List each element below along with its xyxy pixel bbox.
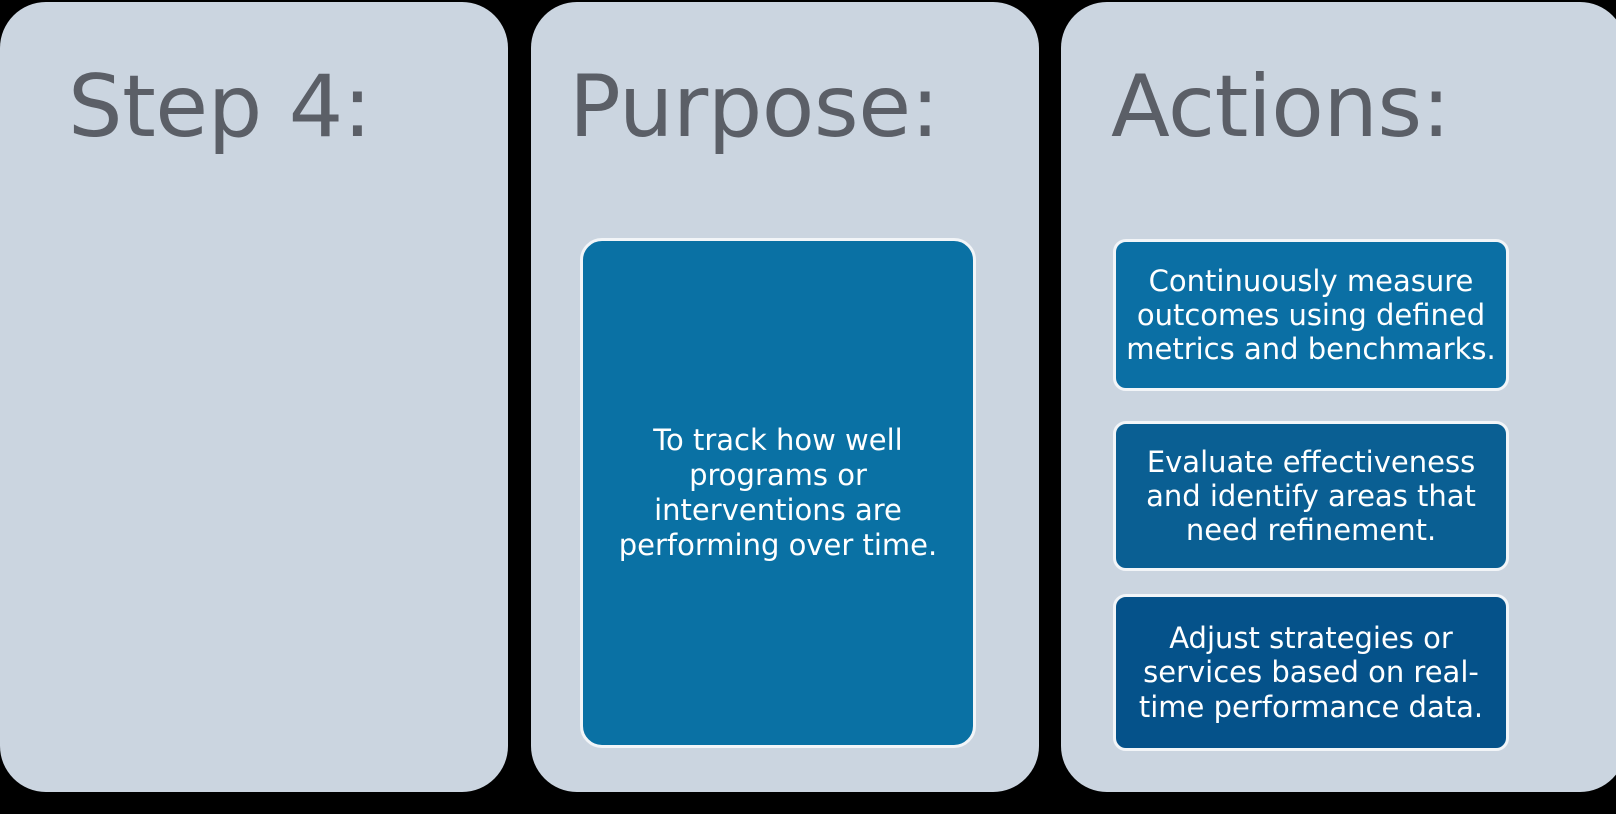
- action-card-text: Adjust strategies or services based on r…: [1138, 621, 1484, 724]
- action-card-text: Continuously measure outcomes using defi…: [1126, 263, 1496, 367]
- panel-actions: Actions: Continuously measure outcomes u…: [1061, 2, 1616, 792]
- panel-purpose-heading: Purpose:: [569, 57, 940, 157]
- purpose-box-text: To track how well programs or interventi…: [618, 423, 938, 562]
- action-card: Evaluate effectiveness and identify area…: [1113, 421, 1509, 571]
- panel-step: Step 4:: [0, 2, 508, 792]
- action-card: Continuously measure outcomes using defi…: [1113, 239, 1509, 391]
- panel-purpose: Purpose: To track how well programs or i…: [531, 2, 1039, 792]
- panel-actions-heading: Actions:: [1111, 57, 1451, 157]
- action-card: Adjust strategies or services based on r…: [1113, 594, 1509, 751]
- purpose-box: To track how well programs or interventi…: [580, 238, 976, 748]
- panel-step-heading: Step 4:: [68, 57, 372, 157]
- action-card-text: Evaluate effectiveness and identify area…: [1146, 444, 1476, 548]
